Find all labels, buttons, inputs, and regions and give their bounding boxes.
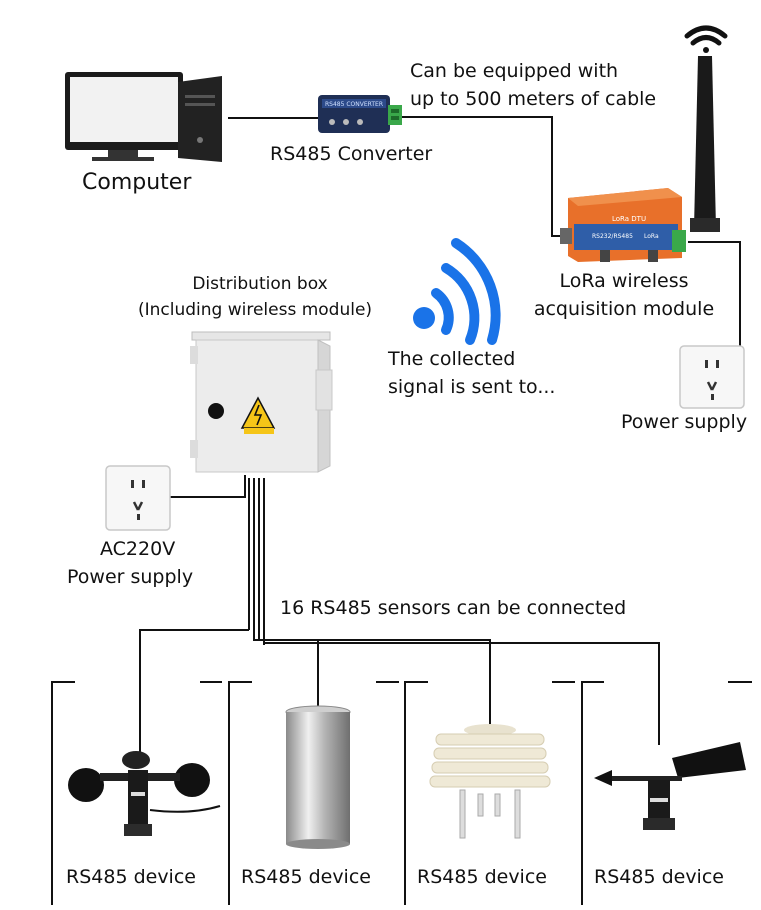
- svg-text:LoRa DTU: LoRa DTU: [612, 215, 646, 223]
- computer-label: Computer: [82, 170, 192, 195]
- antenna-icon: [690, 56, 720, 232]
- radiation-shield-sensor-icon: [429, 724, 551, 839]
- wifi-signal-large-icon: [413, 238, 501, 345]
- connection-lines: [139, 116, 741, 765]
- wifi-signal-small-icon: [684, 25, 728, 53]
- cable-note-line1: Can be equipped with: [410, 60, 619, 82]
- device-label-3: RS485 device: [417, 866, 547, 888]
- distribution-box-icon: [190, 331, 333, 473]
- device-brackets: [51, 681, 752, 905]
- svg-text:RS485 CONVERTER: RS485 CONVERTER: [325, 101, 383, 108]
- rs485-converter-icon: RS485 CONVERTER: [318, 95, 402, 133]
- power-socket-right-icon: [679, 345, 745, 409]
- lora-label-line2: acquisition module: [533, 298, 715, 320]
- svg-text:RS232/RS485: RS232/RS485: [592, 233, 633, 240]
- rain-gauge-icon: [285, 705, 351, 849]
- lora-label-line1: LoRa wireless: [559, 270, 689, 292]
- device-label-2: RS485 device: [241, 866, 371, 888]
- computer-icon: [65, 72, 222, 162]
- rs485-converter-label: RS485 Converter: [270, 143, 433, 165]
- ac-power-label-line2: Power supply: [67, 566, 194, 588]
- cable-note-line2: up to 500 meters of cable: [410, 88, 657, 110]
- anemometer-icon: [68, 751, 221, 836]
- sensors-note: 16 RS485 sensors can be connected: [280, 597, 627, 619]
- distribution-box-label-line2: (Including wireless module): [137, 300, 373, 320]
- signal-note-line1: The collected: [388, 348, 516, 370]
- power-socket-left-icon: [105, 465, 171, 531]
- device-label-1: RS485 device: [66, 866, 196, 888]
- wind-vane-icon: [594, 742, 746, 830]
- svg-text:LoRa: LoRa: [644, 233, 659, 240]
- signal-note-line2: signal is sent to...: [388, 376, 556, 398]
- lora-module-icon: LoRa DTU RS232/RS485 LoRa: [560, 188, 686, 262]
- distribution-box-label-line1: Distribution box: [192, 274, 328, 294]
- ac-power-label-line1: AC220V: [100, 538, 176, 560]
- power-supply-right-label: Power supply: [621, 411, 748, 433]
- device-label-4: RS485 device: [594, 866, 724, 888]
